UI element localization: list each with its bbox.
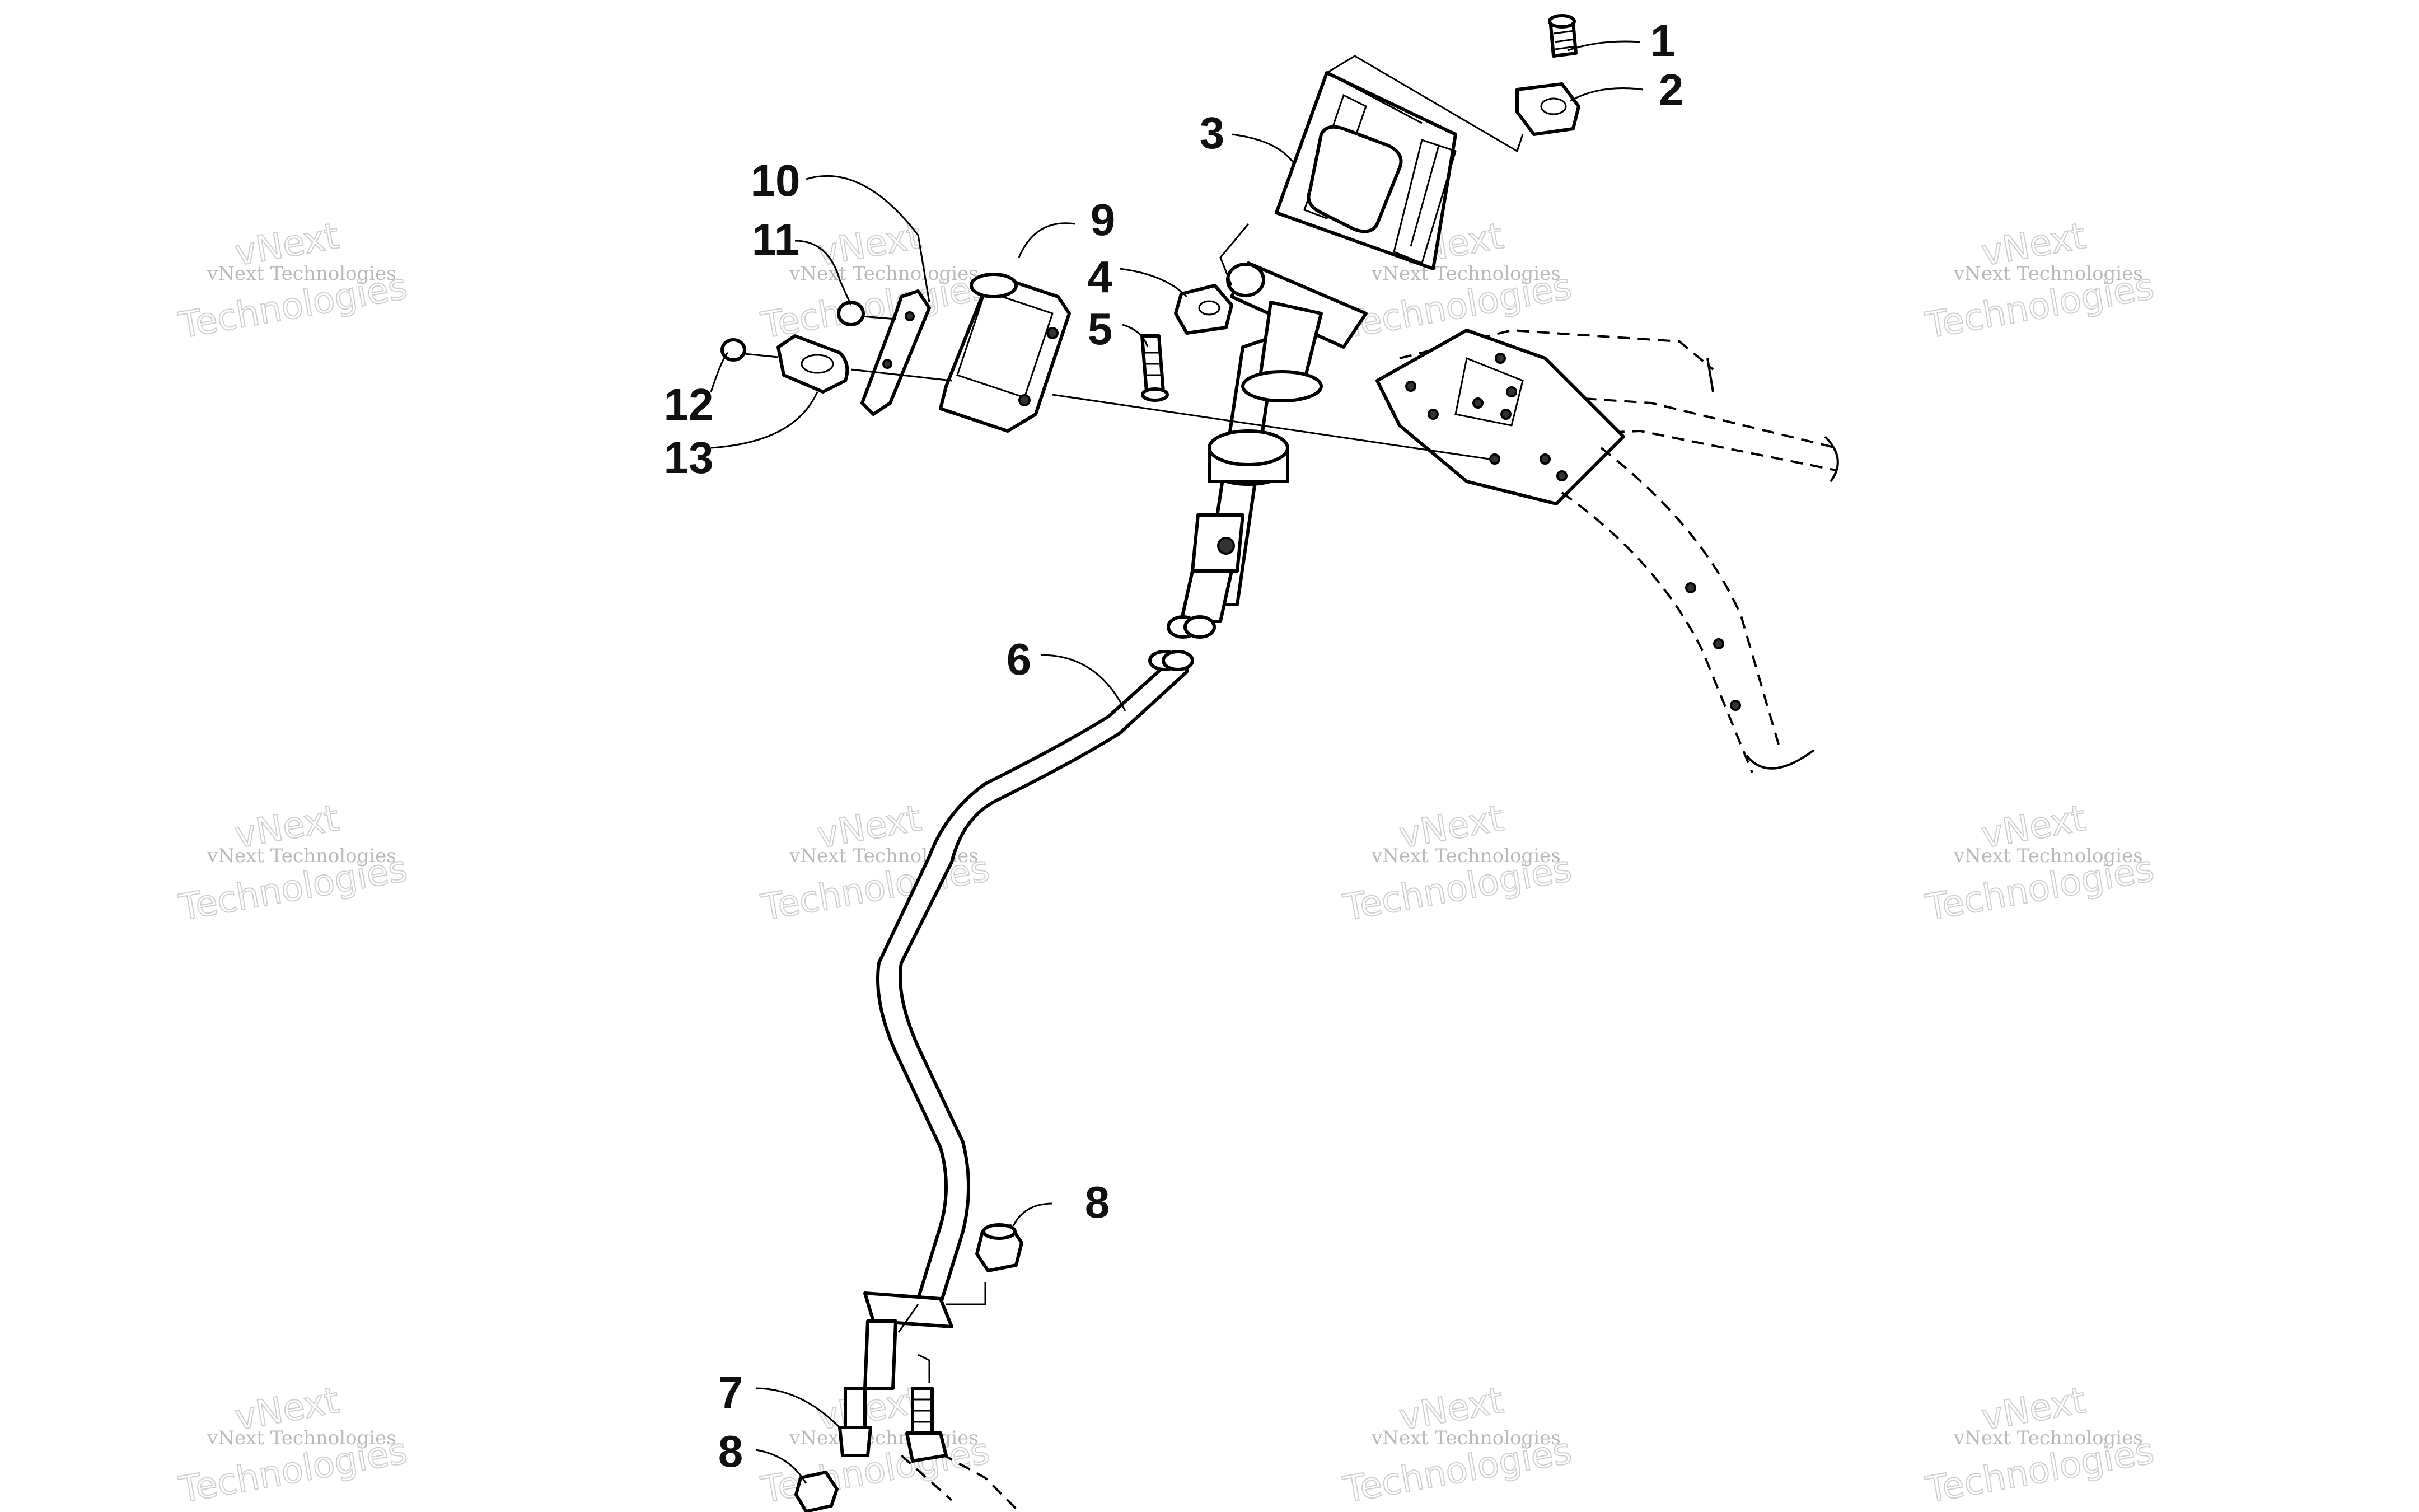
watermark-2: vNext vNext Technologies Technologies [757, 215, 993, 348]
watermark-10: vNext vNext Technologies Technologies [757, 1379, 993, 1512]
watermark-small: vNext Technologies [207, 1427, 396, 1449]
tie-rod-end [905, 1431, 948, 1463]
stud-7 [838, 1387, 872, 1457]
callout-6: 6 [1007, 634, 1032, 684]
watermark-5: vNext vNext Technologies Technologies [175, 797, 411, 930]
watermark-small: vNext Technologies [207, 263, 396, 285]
watermark-small: vNext Technologies [1371, 263, 1561, 285]
callout-4: 4 [1088, 252, 1113, 302]
steering-shaft-6 [863, 650, 1194, 1390]
callout-5: 5 [1088, 304, 1113, 354]
bolt-1 [1548, 14, 1578, 58]
screw-12 [720, 338, 779, 362]
clamp-2 [1515, 82, 1580, 136]
watermark-small: vNext Technologies [1953, 1427, 2143, 1449]
callout-8-lower: 8 [718, 1426, 743, 1476]
bracket-9 [939, 273, 1071, 433]
leader-2-to-3 [1326, 55, 1524, 153]
leader-3-to-4 [1219, 223, 1250, 286]
callout-9: 9 [1091, 195, 1116, 245]
watermark-9: vNext vNext Technologies Technologies [175, 1379, 411, 1512]
callout-13: 13 [664, 433, 714, 483]
watermark-small: vNext Technologies [1371, 845, 1561, 867]
watermark-4: vNext vNext Technologies Technologies [1922, 215, 2158, 348]
clamp-13 [776, 334, 849, 394]
screw-11 [837, 301, 896, 326]
callout-12: 12 [664, 380, 714, 429]
watermark-12: vNext vNext Technologies Technologies [1922, 1379, 2158, 1512]
leader-lines [710, 40, 1644, 1484]
callout-1: 1 [1650, 16, 1676, 65]
alignment-line [850, 368, 1490, 460]
callout-8-upper: 8 [1085, 1177, 1110, 1227]
callout-10: 10 [751, 156, 801, 205]
callout-7: 7 [718, 1368, 743, 1417]
stud-right [911, 1387, 934, 1435]
plate-10 [860, 289, 931, 416]
callout-2: 2 [1659, 65, 1684, 115]
nut-8-upper [975, 1223, 1023, 1272]
watermark-11: vNext vNext Technologies Technologies [1340, 1379, 1575, 1512]
watermark-layer: vNext vNext Technologies Technologies vN… [175, 215, 2158, 1512]
tie-rod-dashed-2 [900, 1454, 953, 1501]
steering-post-tee [1226, 261, 1368, 402]
watermark-7: vNext vNext Technologies Technologies [1340, 797, 1575, 930]
watermark-small: vNext Technologies [789, 1427, 979, 1449]
watermark-small: vNext Technologies [207, 845, 396, 867]
watermark-1: vNext vNext Technologies Technologies [175, 215, 411, 348]
watermark-small: vNext Technologies [789, 263, 979, 285]
callout-11: 11 [752, 214, 799, 264]
clamp-4 [1174, 284, 1233, 335]
bolt-5 [1140, 334, 1169, 402]
nut-8-lower [794, 1471, 839, 1512]
watermark-8: vNext vNext Technologies Technologies [1922, 797, 2158, 930]
callout-3: 3 [1200, 108, 1225, 158]
watermark-small: vNext Technologies [1953, 263, 2143, 285]
steering-shaft-upper [1167, 334, 1289, 639]
watermark-small: vNext Technologies [1953, 845, 2143, 867]
callout-labels: 1 2 3 4 5 6 7 8 9 10 11 12 13 8 [664, 16, 1684, 1476]
chassis-frame [1375, 329, 1839, 773]
watermark-small: vNext Technologies [1371, 1427, 1561, 1449]
handlebar-pad-3 [1275, 71, 1457, 270]
